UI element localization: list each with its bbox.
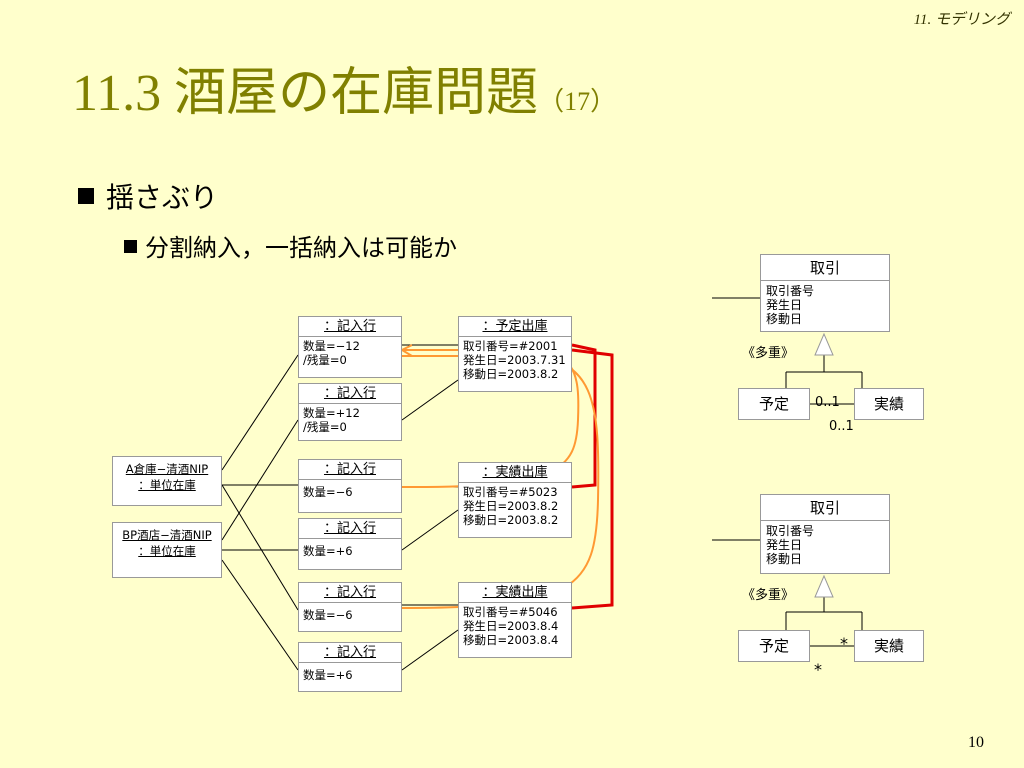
store-type: ：単位在庫 bbox=[138, 478, 196, 492]
store-name: BP酒店−清酒NIP bbox=[122, 528, 212, 542]
entry-object: ：記入行 数量=−6 bbox=[298, 582, 402, 632]
class-transaction: 取引 取引番号発生日移動日 bbox=[760, 254, 890, 332]
bullet-level1: 揺さぶり bbox=[78, 176, 218, 216]
class-attr: 取引番号 bbox=[766, 524, 815, 538]
entry-object: ：記入行 数量=−12/残量=0 bbox=[298, 316, 402, 378]
multiplicity-label: * bbox=[840, 634, 848, 653]
class-plan: 予定 bbox=[738, 630, 810, 662]
entry-title: ：記入行 bbox=[323, 645, 376, 660]
class-attr: 取引番号 bbox=[766, 284, 815, 298]
entry-quantity: 数量=−6 bbox=[303, 485, 353, 499]
store-object-a: A倉庫−清酒NIP ：単位在庫 bbox=[112, 456, 222, 506]
class-attr: 発生日 bbox=[766, 298, 803, 312]
shipment-title: ：予定出庫 bbox=[482, 319, 548, 334]
store-object-bp: BP酒店−清酒NIP ：単位在庫 bbox=[112, 522, 222, 578]
multiplicity-label: 0..1 bbox=[829, 419, 854, 434]
multiplicity-label: * bbox=[814, 660, 822, 679]
chapter-header: 11. モデリング bbox=[913, 12, 1010, 28]
shipment-number: 取引番号=#5046 bbox=[463, 605, 558, 619]
title-main: 11.3 酒屋の在庫問題 bbox=[72, 65, 539, 122]
shipment-move-date: 移動日=2003.8.4 bbox=[463, 633, 559, 647]
link-line bbox=[401, 509, 459, 551]
link-line bbox=[401, 629, 459, 671]
stereotype-label: 《多重》 bbox=[742, 346, 795, 361]
class-attr: 移動日 bbox=[766, 312, 803, 326]
generalization-triangle-icon bbox=[814, 574, 834, 598]
class-actual: 実績 bbox=[854, 388, 924, 420]
shipment-number: 取引番号=#2001 bbox=[463, 339, 558, 353]
class-name: 取引 bbox=[761, 255, 889, 281]
shipment-move-date: 移動日=2003.8.2 bbox=[463, 367, 559, 381]
shipment-title: ：実績出庫 bbox=[482, 465, 548, 480]
link-line bbox=[221, 419, 299, 541]
class-attr: 発生日 bbox=[766, 538, 803, 552]
entry-object: ：記入行 数量=+6 bbox=[298, 518, 402, 570]
entry-title: ：記入行 bbox=[323, 585, 376, 600]
store-type: ：単位在庫 bbox=[138, 544, 196, 558]
entry-object: ：記入行 数量=+12/残量=0 bbox=[298, 383, 402, 441]
entry-title: ：記入行 bbox=[323, 319, 376, 334]
slide-title: 11.3 酒屋の在庫問題（17） bbox=[72, 50, 616, 125]
shipment-date: 発生日=2003.8.2 bbox=[463, 499, 559, 513]
red-bracket bbox=[571, 343, 597, 489]
shipment-move-date: 移動日=2003.8.2 bbox=[463, 513, 559, 527]
entry-quantity: 数量=−6 bbox=[303, 608, 353, 622]
bullet-level2-text: 分割納入，一括納入は可能か bbox=[145, 234, 457, 262]
title-sub: （17） bbox=[538, 87, 617, 116]
class-attr: 移動日 bbox=[766, 552, 803, 566]
store-name: A倉庫−清酒NIP bbox=[125, 462, 209, 476]
red-bracket bbox=[571, 348, 614, 610]
entry-title: ：記入行 bbox=[323, 386, 376, 401]
entry-remaining: /残量=0 bbox=[303, 420, 347, 434]
entry-title: ：記入行 bbox=[323, 521, 376, 536]
multiplicity-label: 0..1 bbox=[815, 395, 840, 410]
link-line bbox=[221, 354, 299, 471]
page-number: 10 bbox=[968, 734, 984, 751]
square-bullet-icon bbox=[78, 188, 94, 204]
link-line bbox=[221, 484, 299, 611]
shipment-date: 発生日=2003.7.31 bbox=[463, 353, 566, 367]
shipment-number: 取引番号=#5023 bbox=[463, 485, 558, 499]
link-line bbox=[221, 559, 299, 671]
class-transaction: 取引 取引番号発生日移動日 bbox=[760, 494, 890, 574]
link-line bbox=[401, 379, 459, 421]
class-actual: 実績 bbox=[854, 630, 924, 662]
class-plan: 予定 bbox=[738, 388, 810, 420]
class-name: 取引 bbox=[761, 495, 889, 521]
entry-quantity: 数量=+12 bbox=[303, 406, 360, 420]
bullet-level2: 分割納入，一括納入は可能か bbox=[124, 228, 457, 263]
entry-quantity: 数量=−12 bbox=[303, 339, 360, 353]
arrow-head-icon bbox=[399, 344, 413, 357]
shipment-date: 発生日=2003.8.4 bbox=[463, 619, 559, 633]
entry-remaining: /残量=0 bbox=[303, 353, 347, 367]
bullet-level1-text: 揺さぶり bbox=[106, 181, 219, 214]
entry-quantity: 数量=+6 bbox=[303, 544, 353, 558]
entry-object: ：記入行 数量=+6 bbox=[298, 642, 402, 692]
square-bullet-icon bbox=[124, 239, 137, 253]
generalization-triangle-icon bbox=[814, 332, 834, 356]
stereotype-label: 《多重》 bbox=[742, 588, 795, 603]
entry-title: ：記入行 bbox=[323, 462, 376, 477]
entry-object: ：記入行 数量=−6 bbox=[298, 459, 402, 513]
shipment-title: ：実績出庫 bbox=[482, 585, 548, 600]
entry-quantity: 数量=+6 bbox=[303, 668, 353, 682]
